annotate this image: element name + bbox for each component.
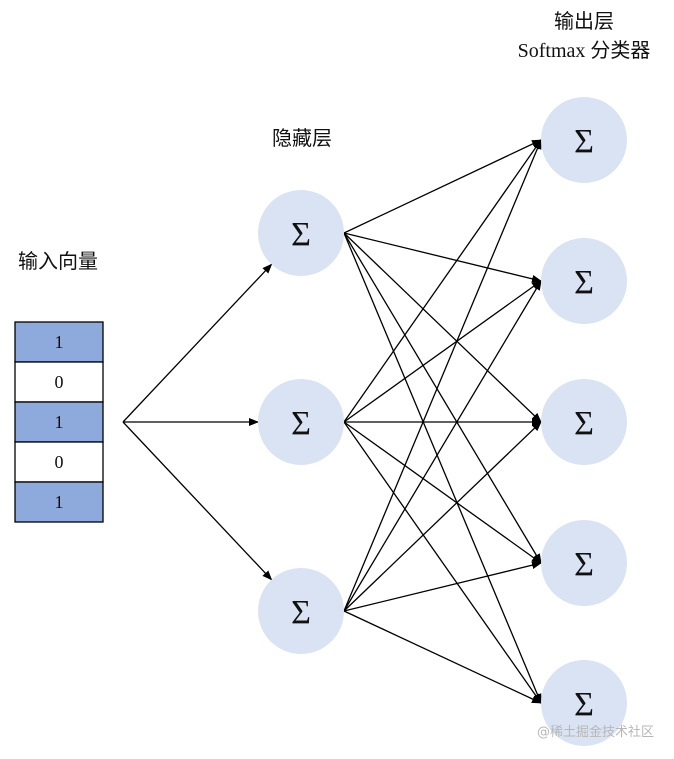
hidden-to-output-arrow — [343, 232, 542, 704]
hidden-to-output-arrow — [343, 232, 542, 283]
output-neuron: Σ — [541, 238, 627, 324]
hidden-to-output-arrow — [343, 139, 542, 612]
neuron-circle — [258, 379, 344, 465]
input-vector: 1 0 1 0 1 — [14, 321, 104, 523]
input-cell: 1 — [14, 481, 104, 523]
neuron-circle — [541, 97, 627, 183]
input-cell-value: 0 — [55, 372, 64, 392]
hidden-to-output-arrow — [343, 421, 542, 704]
output-layer-label: 输出层 — [554, 9, 614, 33]
input-cell-value: 0 — [55, 452, 64, 472]
sigma-symbol: Σ — [574, 546, 594, 583]
input-vector-label: 输入向量 — [18, 249, 98, 273]
hidden-to-output-arrow — [343, 139, 542, 234]
input-cell-box — [14, 401, 104, 443]
softmax-classifier-label: Softmax 分类器 — [518, 39, 651, 62]
hidden-neuron: Σ — [258, 190, 344, 276]
input-to-hidden-arrow — [122, 263, 273, 423]
input-cell-value: 1 — [55, 492, 64, 512]
output-neuron: Σ — [541, 97, 627, 183]
input-cell: 0 — [14, 441, 104, 483]
input-cell: 1 — [14, 401, 104, 443]
input-cell-value: 1 — [55, 332, 64, 352]
input-cell-box — [14, 481, 104, 523]
input-to-hidden-arrow — [122, 421, 273, 581]
output-layer: Σ Σ Σ Σ Σ — [541, 97, 627, 746]
neuron-circle — [258, 568, 344, 654]
hidden-to-output-arrow — [343, 421, 542, 564]
sigma-symbol: Σ — [574, 123, 594, 160]
watermark: @稀土掘金技术社区 — [537, 724, 654, 740]
sigma-symbol: Σ — [574, 686, 594, 723]
sigma-symbol: Σ — [291, 405, 311, 442]
input-cell-box — [14, 361, 104, 403]
hidden-to-output-arrow — [343, 421, 542, 612]
hidden-to-output-arrow — [343, 139, 542, 423]
hidden-to-output-arrow — [343, 232, 542, 564]
input-cell-box — [14, 441, 104, 483]
hidden-neuron: Σ — [258, 568, 344, 654]
output-neuron: Σ — [541, 520, 627, 606]
sigma-symbol: Σ — [574, 405, 594, 442]
hidden-layer: Σ Σ Σ — [258, 190, 344, 654]
input-cell: 1 — [14, 321, 104, 363]
input-cell: 0 — [14, 361, 104, 403]
output-neuron: Σ — [541, 379, 627, 465]
sigma-symbol: Σ — [291, 216, 311, 253]
hidden-neuron: Σ — [258, 379, 344, 465]
hidden-to-output-arrow — [343, 561, 542, 612]
hidden-to-output-arrow — [343, 610, 542, 704]
hidden-to-output-arrow — [343, 280, 542, 612]
hidden-to-output-arrow — [343, 280, 542, 423]
sigma-symbol: Σ — [574, 264, 594, 301]
neuron-circle — [258, 190, 344, 276]
sigma-symbol: Σ — [291, 594, 311, 631]
neuron-circle — [541, 379, 627, 465]
hidden-to-output-arrow — [343, 232, 542, 423]
input-cell-value: 1 — [55, 412, 64, 432]
output-neuron: Σ — [541, 660, 627, 746]
input-cell-box — [14, 321, 104, 363]
hidden-layer-label: 隐藏层 — [272, 126, 332, 150]
neuron-circle — [541, 660, 627, 746]
connections — [122, 139, 542, 704]
neuron-circle — [541, 238, 627, 324]
neuron-circle — [541, 520, 627, 606]
